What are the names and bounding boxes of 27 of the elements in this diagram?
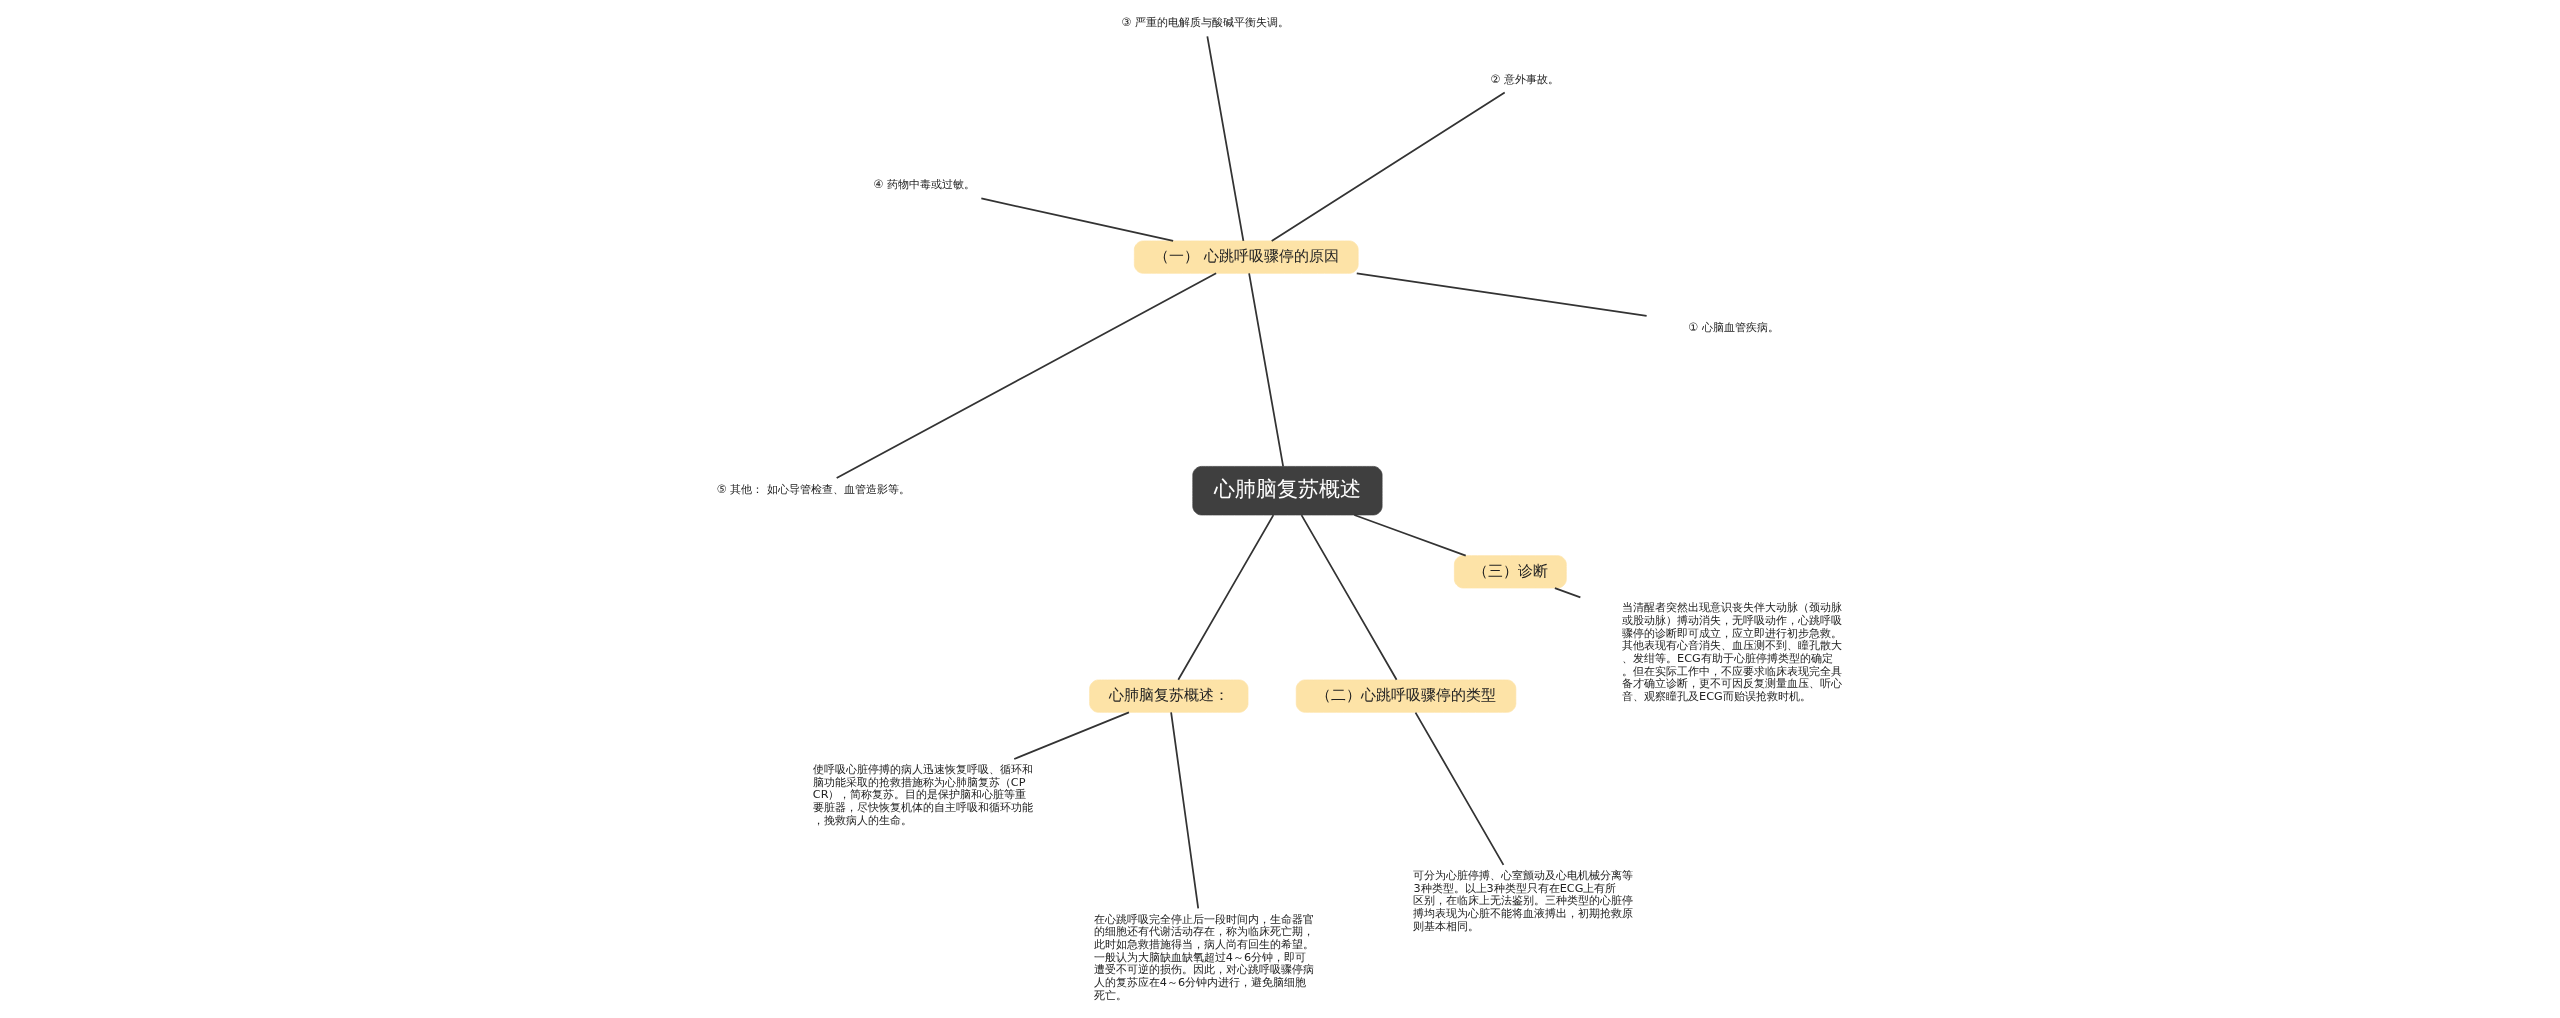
connector [1300, 514, 1398, 681]
connector [1248, 272, 1285, 468]
node-text: 当清醒者突然出现意识丧失伴大动脉（颈动脉或股动脉）搏动消失，无呼吸动作，心跳呼吸骤停的诊断即可成立，应立即进行初步急救。其他表现有心音消失、血压测不到、瞳孔散大、发绀等。ECG有助于心脏停搏类型的确定。但在实际工作中，不应要求临床表现完全具备才确立诊断，更不可因反复测量血压、听心音、观察瞳孔及ECG而贻误抢救时机。 [1622, 601, 1843, 703]
node-text: 可分为心脏停搏、心室颤动及心电机械分离等3种类型。以上3种类型只有在ECG上有所区别，在临床上无法鉴别。三种类型的心脏停搏均表现为心脏不能将血液搏出，初期抢救原则基本相同。 [1413, 868, 1634, 933]
node-text: 在心跳呼吸完全停止后一段时间内，生命器官的细胞还有代谢活动存在，称为临床死亡期，此时如急救措施得当，病人尚有回生的希望。一般认为大脑缺血缺氧超过4～6分钟，即可遭受不可逆的损伤。因此，对心跳呼吸骤停病人的复苏应在4～6分钟内进行，避免脑细胞死亡。 [1093, 912, 1314, 1002]
connector [1170, 711, 1200, 910]
connector [980, 197, 1175, 242]
node-text: ⑤ 其他： 如心导管检查、血管造影等。 [716, 483, 910, 497]
connector [1414, 711, 1505, 866]
node-box: （一） 心跳呼吸骤停的原因 [1134, 240, 1359, 274]
node-text: ② 意外事故。 [1490, 72, 1559, 86]
connector [1355, 272, 1648, 317]
connector [1270, 91, 1506, 242]
connector [1177, 514, 1275, 681]
node-text: ③ 严重的电解质与酸碱平衡失调。 [1121, 16, 1289, 30]
connector [1554, 587, 1582, 599]
node-box: （二）心跳呼吸骤停的类型 [1295, 679, 1517, 713]
node-text: ④ 药物中毒或过敏。 [873, 178, 975, 192]
node-box: 心肺脑复苏概述： [1089, 679, 1249, 713]
connector [1206, 35, 1245, 242]
connector [835, 272, 1218, 479]
connector [1353, 514, 1467, 557]
connector [1013, 711, 1130, 760]
node-box: （三）诊断 [1454, 555, 1567, 589]
node-text: 使呼吸心脏停搏的病人迅速恢复呼吸、循环和脑功能采取的抢救措施称为心肺脑复苏（CPCR），简称复苏。目的是保护脑和心脏等重要脏器，尽快恢复机体的自主呼吸和循环功能，挽救病人的生命。 [812, 762, 1033, 827]
node-text: ① 心脑血管疾病。 [1687, 321, 1779, 335]
node-box: 心肺脑复苏概述 [1192, 466, 1383, 516]
